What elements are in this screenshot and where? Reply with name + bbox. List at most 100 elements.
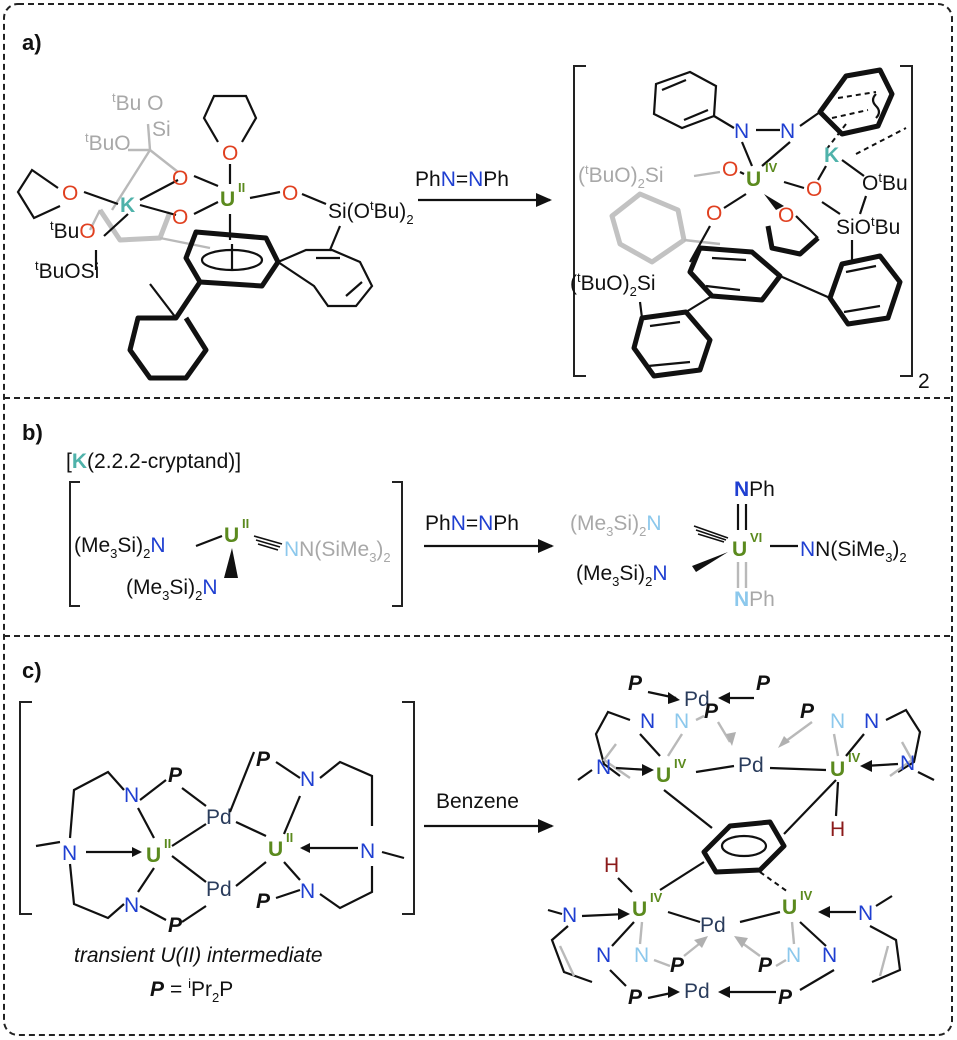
svg-text:N: N — [596, 756, 611, 779]
svg-text:N: N — [360, 840, 375, 863]
svg-text:VI: VI — [750, 530, 762, 545]
panel-a-reactant: O K tBu O tBuO Si O O tBuO tBuOSi U II O — [16, 90, 414, 381]
svg-text:N: N — [830, 710, 845, 733]
bracket-c-right — [402, 701, 415, 915]
svg-text:P: P — [758, 954, 773, 977]
svg-text:IV: IV — [848, 750, 861, 765]
svg-text:P: P — [256, 890, 271, 913]
svg-text:Si: Si — [152, 118, 171, 141]
o-right-a: O — [282, 182, 298, 205]
svg-text:N: N — [900, 752, 915, 775]
svg-text:N: N — [634, 944, 649, 967]
svg-text:IV: IV — [674, 756, 687, 771]
svg-text:II: II — [238, 180, 245, 195]
svg-text:N: N — [674, 710, 689, 733]
svg-text:(tBuO)2Si: (tBuO)2Si — [578, 162, 664, 191]
svg-text:N: N — [124, 784, 139, 807]
o-upper-a: O — [172, 167, 188, 190]
svg-text:IV: IV — [800, 888, 813, 903]
svg-text:Pd: Pd — [684, 688, 710, 711]
svg-text:N: N — [300, 880, 315, 903]
bracket-b-right — [392, 481, 403, 607]
svg-text:Pd: Pd — [738, 754, 764, 777]
svg-text:2: 2 — [918, 370, 930, 393]
bracket-c-left — [19, 701, 32, 915]
svg-text:Pd: Pd — [206, 878, 232, 901]
svg-text:N: N — [780, 120, 795, 143]
svg-text:IV: IV — [650, 890, 663, 905]
svg-text:U: U — [656, 764, 671, 787]
svg-text:Pd: Pd — [700, 914, 726, 937]
svg-text:H: H — [830, 818, 845, 841]
k-atom-a: K — [120, 194, 135, 217]
svg-text:(Me3Si)2N: (Me3Si)2N — [570, 512, 661, 539]
svg-text:tBu O: tBu O — [112, 90, 163, 115]
svg-text:(Me3Si)2N: (Me3Si)2N — [576, 562, 667, 589]
outer-frame — [3, 3, 953, 1036]
svg-text:PhN=NPh: PhN=NPh — [415, 168, 509, 191]
svg-text:U: U — [782, 896, 797, 919]
svg-text:II: II — [286, 830, 293, 845]
svg-text:(Me3Si)2N: (Me3Si)2N — [126, 576, 217, 603]
svg-text:P: P — [628, 986, 643, 1009]
svg-text:tBuOSi: tBuOSi — [35, 258, 99, 283]
caption-c: transient U(II) intermediate — [74, 944, 323, 967]
svg-text:Pd: Pd — [206, 806, 232, 829]
thf-o-top: O — [222, 142, 238, 165]
panel-b: b) [K(2.2.2-cryptand)] (Me3Si)2N U II NN… — [22, 420, 907, 611]
svg-text:P: P — [628, 672, 643, 695]
svg-text:N: N — [786, 944, 801, 967]
svg-text:O: O — [722, 158, 738, 181]
o-lower-a: O — [172, 206, 188, 229]
svg-text:NN(SiMe3)2: NN(SiMe3)2 — [284, 538, 391, 565]
svg-text:N: N — [734, 120, 749, 143]
svg-text:N: N — [864, 710, 879, 733]
svg-text:O: O — [806, 178, 822, 201]
svg-text:N: N — [640, 710, 655, 733]
panel-a-label: a) — [22, 30, 42, 55]
svg-text:OtBu: OtBu — [862, 170, 908, 195]
panel-c-label: c) — [22, 658, 42, 683]
svg-text:N: N — [62, 842, 77, 865]
svg-text:(Me3Si)2N: (Me3Si)2N — [74, 534, 165, 561]
svg-text:H: H — [604, 854, 619, 877]
svg-text:N: N — [822, 944, 837, 967]
k-atom-a2: K — [824, 144, 839, 167]
svg-text:O: O — [778, 204, 794, 227]
svg-text:PhN=NPh: PhN=NPh — [425, 512, 519, 535]
svg-text:P: P — [704, 700, 719, 723]
svg-text:Si(OtBu)2: Si(OtBu)2 — [328, 198, 414, 227]
thf-o-left: O — [62, 182, 78, 205]
svg-text:P: P — [670, 954, 685, 977]
panel-a: a) O K tBu O tBuO Si O O — [16, 30, 930, 393]
svg-text:tBuO: tBuO — [85, 130, 131, 155]
reagent-benzene: Benzene — [436, 790, 519, 813]
svg-text:NPh: NPh — [734, 478, 775, 501]
panel-b-label: b) — [22, 420, 43, 445]
svg-text:tBuO: tBuO — [50, 218, 96, 243]
svg-text:P: P — [756, 672, 771, 695]
svg-text:P: P — [168, 914, 183, 937]
svg-text:P: P — [256, 748, 271, 771]
panel-c: c) N N N P P U II Pd Pd — [19, 658, 935, 1009]
svg-text:[K(2.2.2-cryptand)]: [K(2.2.2-cryptand)] — [66, 450, 241, 473]
svg-text:N: N — [858, 902, 873, 925]
svg-text:II: II — [242, 516, 249, 531]
svg-text:U: U — [830, 758, 845, 781]
panel-c-reactant: N N N P P U II Pd Pd U II N N — [35, 748, 405, 937]
u-atom-b2: U — [732, 538, 747, 561]
svg-text:P: P — [168, 764, 183, 787]
panel-c-product: P Pd P N N P Pd N U IV — [547, 672, 935, 1009]
panel-a-product: 2 N N K U IV O O — [570, 65, 930, 393]
svg-text:N: N — [596, 944, 611, 967]
svg-text:NPh: NPh — [734, 588, 775, 611]
svg-text:P= iPr2P: P= iPr2P — [150, 976, 233, 1005]
svg-text:N: N — [124, 894, 139, 917]
svg-text:Pd: Pd — [684, 980, 710, 1003]
u-atom-b1: U — [224, 524, 239, 547]
svg-text:NN(SiMe3)2: NN(SiMe3)2 — [800, 538, 907, 565]
u-atom-a1: U — [220, 188, 235, 211]
svg-text:P: P — [778, 986, 793, 1009]
svg-text:U: U — [632, 898, 647, 921]
